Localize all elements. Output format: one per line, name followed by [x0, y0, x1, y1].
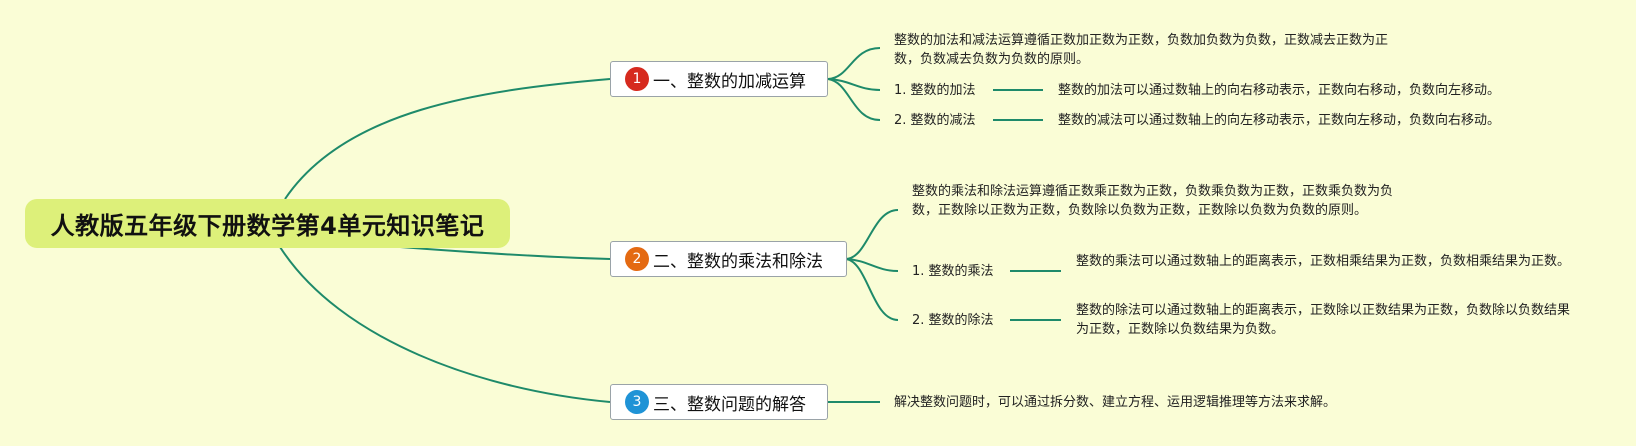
number-3-icon: 3	[625, 390, 649, 414]
number-2-icon: 2	[625, 247, 649, 271]
link-b2-summary	[845, 209, 899, 260]
branch-2-item-1-label[interactable]: 1. 整数的乘法	[912, 264, 994, 279]
branch-2-summary[interactable]: 整数的乘法和除法运算遵循正数乘正数为正数，负数乘负数为正数，正数乘负数为负数，正…	[912, 184, 1394, 218]
link-b2-item-1	[845, 258, 899, 272]
branch-1-label: 一、整数的加减运算	[653, 71, 806, 92]
link-b1-item-2	[827, 78, 881, 121]
link-b2-item-2	[845, 258, 899, 321]
branch-1-item-1-label[interactable]: 1. 整数的加法	[894, 83, 976, 98]
branch-1-item-2-detail[interactable]: 整数的减法可以通过数轴上的向左移动表示，正数向左移动，负数向右移动。	[1058, 113, 1501, 128]
branch-2-topic[interactable]: 2 二、整数的乘法和除法	[610, 241, 847, 277]
root-topic-label: 人教版五年级下册数学第4单元知识笔记	[50, 212, 485, 240]
number-1-icon: 1	[625, 67, 649, 91]
branch-1-item-1-detail[interactable]: 整数的加法可以通过数轴上的向右移动表示，正数向右移动，负数向左移动。	[1058, 83, 1501, 98]
link-root-branch-1	[284, 78, 611, 200]
branch-2-item-2-detail[interactable]: 整数的除法可以通过数轴上的距离表示，正数除以正数结果为正数，负数除以负数结果为正…	[1076, 303, 1571, 337]
branch-1-topic[interactable]: 1 一、整数的加减运算	[610, 61, 828, 97]
root-topic[interactable]: 人教版五年级下册数学第4单元知识笔记	[25, 199, 510, 248]
branch-3-label: 三、整数问题的解答	[653, 394, 806, 415]
link-root-branch-3	[279, 246, 611, 403]
branch-2-item-2-label[interactable]: 2. 整数的除法	[912, 313, 994, 328]
branch-3-summary[interactable]: 解决整数问题时，可以通过拆分数、建立方程、运用逻辑推理等方法来求解。	[894, 395, 1337, 410]
branch-1-summary[interactable]: 整数的加法和减法运算遵循正数加正数为正数，负数加负数为负数，正数减去正数为正数，…	[894, 33, 1389, 67]
branch-1-item-2-label[interactable]: 2. 整数的减法	[894, 113, 976, 128]
branch-2-item-1-detail[interactable]: 整数的乘法可以通过数轴上的距离表示，正数相乘结果为正数，负数相乘结果为正数。	[1076, 254, 1571, 269]
link-b1-summary	[827, 47, 881, 80]
branch-2-label: 二、整数的乘法和除法	[653, 251, 823, 272]
link-b1-item-1	[827, 78, 881, 91]
branch-3-topic[interactable]: 3 三、整数问题的解答	[610, 384, 828, 420]
